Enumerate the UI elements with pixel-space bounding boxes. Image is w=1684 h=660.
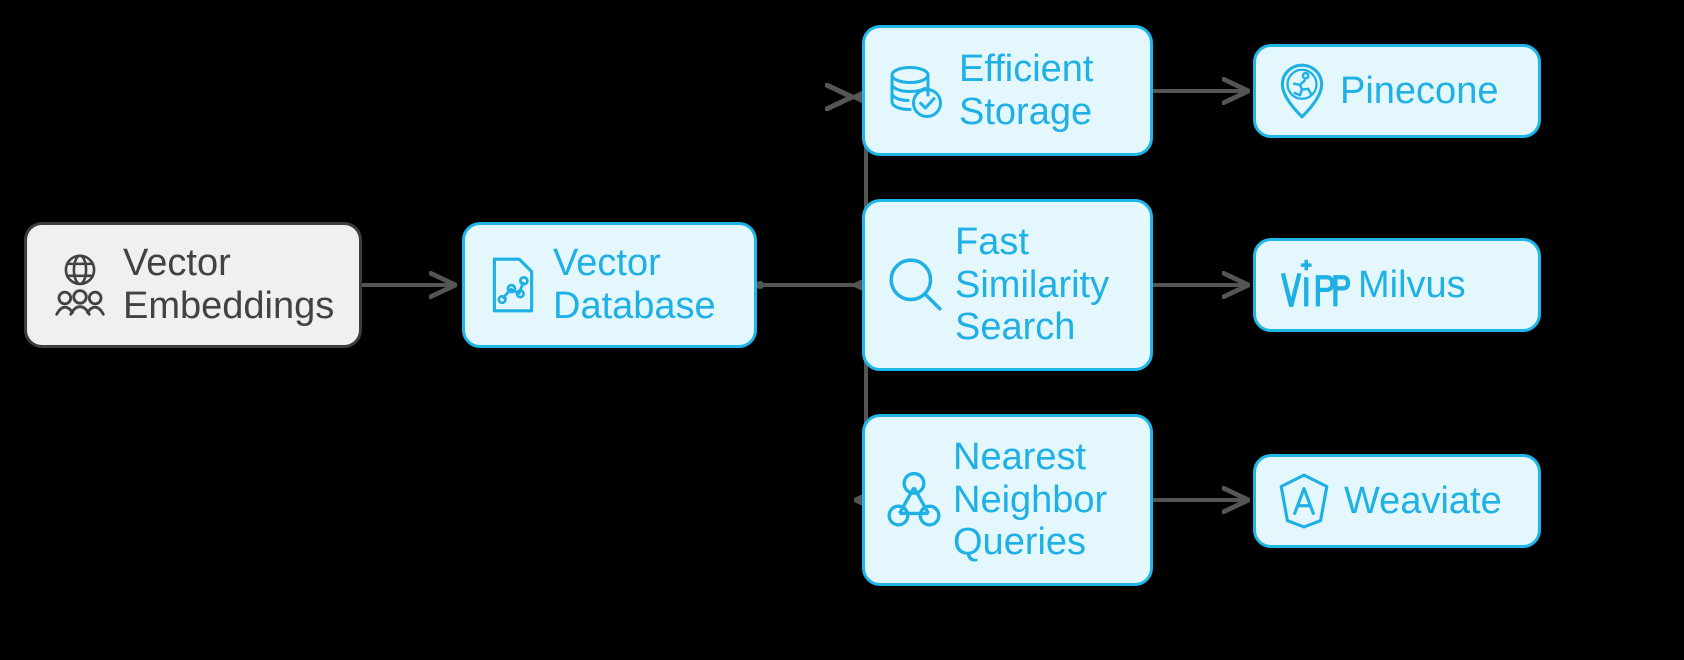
node-fast-similarity-search[interactable]: Fast Similarity Search: [862, 199, 1153, 371]
node-label: Vector Database: [553, 242, 716, 327]
pinecone-pin-runner-icon: [1276, 60, 1328, 122]
database-check-icon: [885, 60, 947, 122]
node-milvus[interactable]: Milvus: [1253, 238, 1541, 332]
milvus-virb-icon: [1280, 257, 1351, 313]
globe-people-icon: [51, 248, 109, 322]
file-graph-icon: [487, 255, 539, 315]
node-pinecone[interactable]: Pinecone: [1253, 44, 1541, 138]
node-label: Milvus: [1358, 263, 1466, 306]
node-label: Weaviate: [1344, 479, 1502, 522]
node-label: Fast Similarity Search: [955, 221, 1110, 349]
node-weaviate[interactable]: Weaviate: [1253, 454, 1541, 548]
node-label: Efficient Storage: [959, 47, 1094, 133]
node-label: Vector Embeddings: [123, 242, 335, 327]
node-vector-database[interactable]: Vector Database: [462, 222, 757, 348]
weaviate-shield-a-icon: [1276, 471, 1332, 531]
node-graph-icon: [885, 469, 943, 531]
node-nearest-neighbor-queries[interactable]: Nearest Neighbor Queries: [862, 414, 1153, 586]
node-efficient-storage[interactable]: Efficient Storage: [862, 25, 1153, 156]
magnifier-icon: [885, 254, 945, 316]
node-label: Pinecone: [1340, 69, 1499, 112]
node-vector-embeddings[interactable]: Vector Embeddings: [24, 222, 362, 348]
node-label: Nearest Neighbor Queries: [953, 436, 1108, 564]
